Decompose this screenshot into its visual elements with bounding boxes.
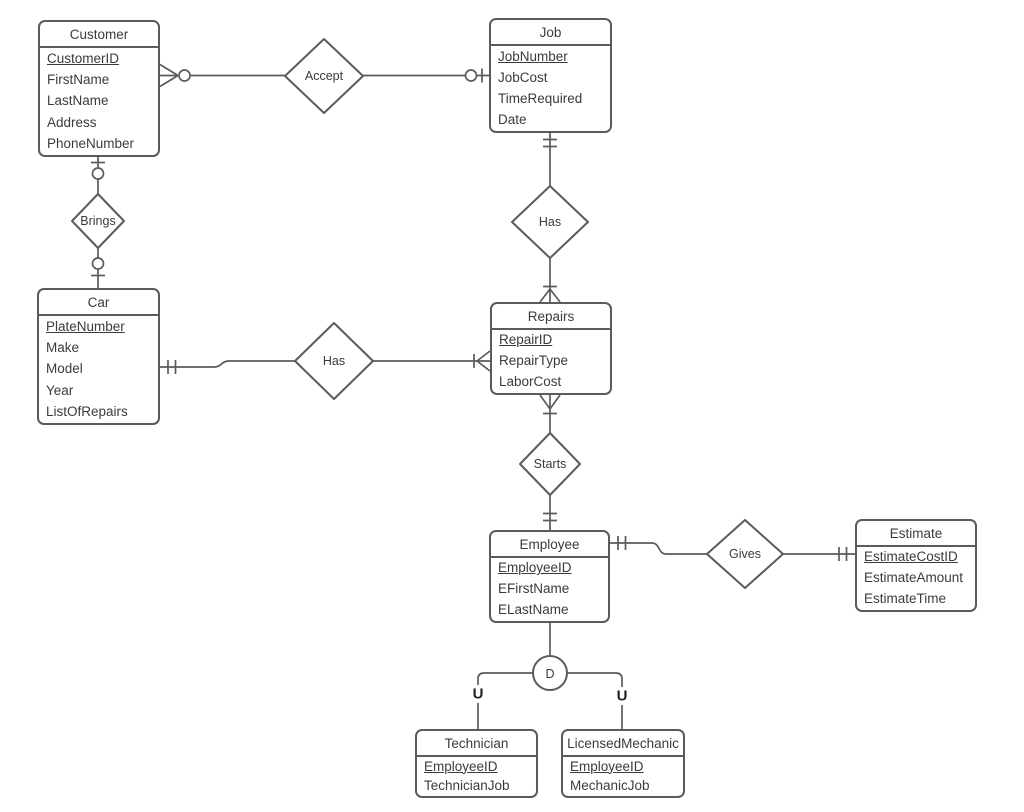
attribute: EmployeeID <box>498 560 572 576</box>
entity-title: Employee <box>491 532 608 558</box>
one-and-only-one-marker <box>543 138 557 148</box>
one-or-many-marker <box>473 350 491 372</box>
attribute: PlateNumber <box>46 318 125 334</box>
relationship-label-starts: Starts <box>533 457 567 471</box>
attribute-list: EstimateCostID EstimateAmount EstimateTi… <box>857 547 975 610</box>
entity-technician[interactable]: Technician EmployeeID TechnicianJob <box>415 729 538 798</box>
relationship-label-gives: Gives <box>729 547 761 561</box>
attribute: FirstName <box>47 72 110 87</box>
relationship-label-has-car-repairs: Has <box>322 354 346 368</box>
attribute-list: EmployeeID EFirstName ELastName <box>491 558 608 621</box>
one-or-many-marker <box>539 394 561 415</box>
attribute-list: PlateNumber Make Model Year ListOfRepair… <box>39 316 158 423</box>
entity-employee[interactable]: Employee EmployeeID EFirstName ELastName <box>489 530 610 623</box>
attribute: Make <box>46 340 80 355</box>
attribute: Model <box>46 361 83 377</box>
relationship-diamond-starts[interactable] <box>519 432 581 496</box>
one-or-many-marker <box>539 285 561 303</box>
one-and-only-one-marker <box>167 360 177 374</box>
attribute: EstimateTime <box>864 591 947 607</box>
attribute: JobNumber <box>498 48 568 64</box>
attribute: Address <box>47 114 97 130</box>
attribute-list: EmployeeID TechnicianJob <box>417 757 536 796</box>
attribute: Date <box>498 112 527 128</box>
entity-title: Customer <box>40 22 158 48</box>
one-and-only-one-marker <box>617 536 627 550</box>
entity-licensedmechanic[interactable]: LicensedMechanic EmployeeID MechanicJob <box>561 729 685 798</box>
relationship-label-accept: Accept <box>304 69 344 83</box>
attribute: TimeRequired <box>498 91 583 107</box>
zero-or-many-marker <box>159 63 191 88</box>
entity-estimate[interactable]: Estimate EstimateCostID EstimateAmount E… <box>855 519 977 612</box>
attribute: JobCost <box>498 69 548 85</box>
entity-title: Estimate <box>857 521 975 547</box>
subset-symbol-left: U <box>471 685 485 703</box>
connector-customer-accept-job[interactable] <box>159 63 489 88</box>
attribute: PhoneNumber <box>47 136 135 152</box>
attribute: EstimateAmount <box>864 570 964 586</box>
relationship-label-has-job-repairs: Has <box>538 215 562 229</box>
connector-employee-gives-estimate[interactable] <box>610 536 855 561</box>
attribute-list: JobNumber JobCost TimeRequired Date <box>491 46 610 131</box>
zero-or-one-marker <box>464 68 483 83</box>
relationship-diamond-brings[interactable] <box>71 193 125 249</box>
attribute: ListOfRepairs <box>46 404 128 420</box>
zero-or-one-marker <box>91 257 105 277</box>
attribute: CustomerID <box>47 50 120 66</box>
relationship-diamond-accept[interactable] <box>284 38 364 114</box>
entity-title: Technician <box>417 731 536 757</box>
zero-or-one-marker <box>91 161 105 180</box>
attribute: Year <box>46 382 74 398</box>
attribute: EmployeeID <box>424 758 498 774</box>
one-and-only-one-marker <box>543 512 557 522</box>
attribute-list: RepairID RepairType LaborCost <box>492 330 610 393</box>
attribute: LastName <box>47 93 109 109</box>
entity-job[interactable]: Job JobNumber JobCost TimeRequired Date <box>489 18 612 133</box>
attribute: RepairID <box>499 332 553 348</box>
relationship-diamond-has-car-repairs[interactable] <box>294 322 374 400</box>
entity-repairs[interactable]: Repairs RepairID RepairType LaborCost <box>490 302 612 395</box>
relationship-diamond-has-job-repairs[interactable] <box>511 185 589 259</box>
attribute: LaborCost <box>499 374 562 390</box>
connector-customer-brings-car[interactable] <box>91 157 105 288</box>
attribute: RepairType <box>499 353 569 369</box>
attribute: MechanicJob <box>570 778 650 794</box>
attribute: EstimateCostID <box>864 549 958 565</box>
entity-title: Repairs <box>492 304 610 330</box>
connector-job-has-repairs[interactable] <box>539 133 561 303</box>
attribute: TechnicianJob <box>424 778 510 794</box>
entity-customer[interactable]: Customer CustomerID FirstName LastName A… <box>38 20 160 157</box>
disjoint-circle[interactable] <box>532 655 568 691</box>
connector-repairs-starts-employee[interactable] <box>539 394 561 530</box>
entity-title: LicensedMechanic <box>563 731 683 757</box>
attribute: EFirstName <box>498 581 570 597</box>
relationship-diamond-gives[interactable] <box>706 519 784 589</box>
attribute-list: CustomerID FirstName LastName Address Ph… <box>40 48 158 155</box>
attribute: ELastName <box>498 602 569 618</box>
entity-car[interactable]: Car PlateNumber Make Model Year ListOfRe… <box>37 288 160 425</box>
connector-employee-specialization[interactable] <box>477 623 623 729</box>
attribute: EmployeeID <box>570 758 644 774</box>
subset-symbol-right: U <box>615 687 629 705</box>
entity-title: Job <box>491 20 610 46</box>
relationship-label-brings: Brings <box>80 214 116 228</box>
entity-title: Car <box>39 290 158 316</box>
one-and-only-one-marker <box>838 547 848 561</box>
disjoint-label: D <box>545 667 555 681</box>
attribute-list: EmployeeID MechanicJob <box>563 757 683 796</box>
connector-car-has-repairs[interactable] <box>160 350 491 374</box>
